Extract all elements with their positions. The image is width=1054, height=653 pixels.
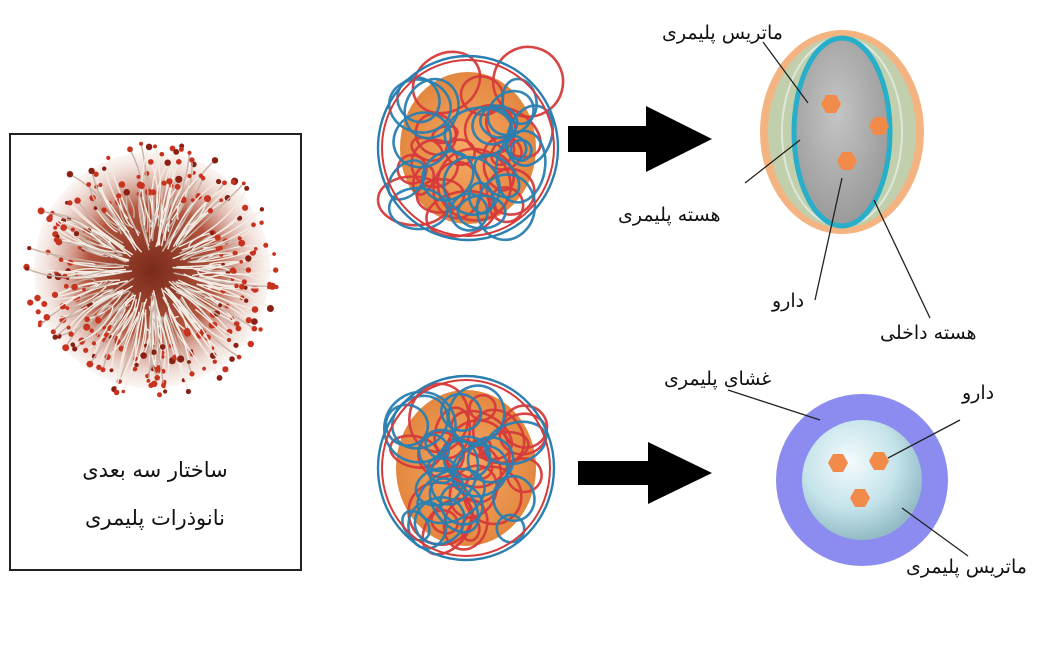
label-polymer-matrix-bottom: ماتریس پلیمری [906, 558, 1027, 577]
arrow-bottom [578, 442, 712, 504]
label-polymer-matrix-top: ماتریس پلیمری [662, 24, 783, 43]
label-polymer-shell-top: هسته پلیمری [618, 206, 721, 225]
nanosphere-bottom [776, 394, 948, 566]
coil-particle-bottom [370, 376, 554, 564]
nanocapsule-top [760, 30, 924, 234]
label-drug-top: دارو [772, 292, 804, 311]
arrow-top [568, 106, 712, 172]
label-polymer-membrane-bottom: غشای پلیمری [664, 370, 771, 389]
left-caption-line1: ساختار سه بعدی [10, 458, 300, 482]
label-inner-core-top: هسته داخلی [880, 324, 977, 343]
label-drug-bottom: دارو [962, 384, 994, 403]
coil-particle-top [377, 39, 571, 244]
left-caption-line2: نانوذرات پلیمری [10, 506, 300, 530]
